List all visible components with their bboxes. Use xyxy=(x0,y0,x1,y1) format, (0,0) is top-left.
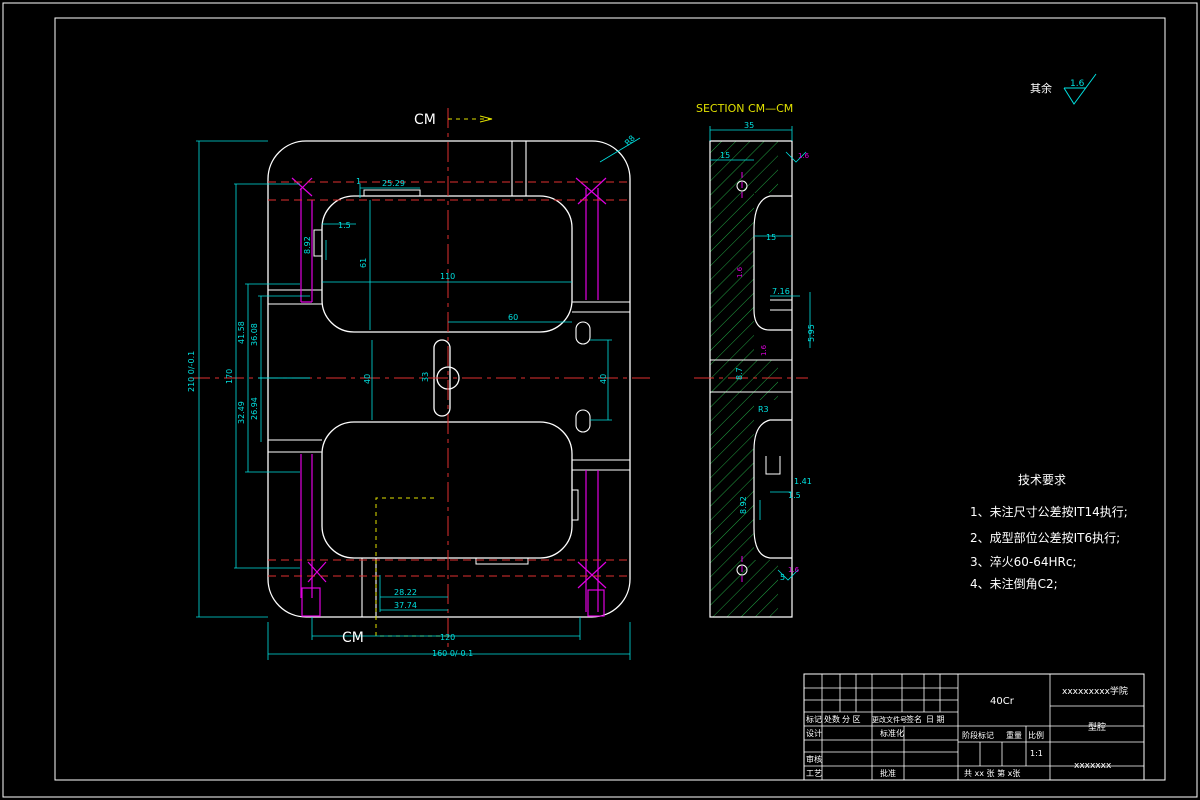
dim-26-94: 26.94 xyxy=(250,397,259,420)
tech-note-2: 2、成型部位公差按IT6执行; xyxy=(970,530,1120,545)
tb-scale: 1:1 xyxy=(1030,749,1043,758)
inner-frame xyxy=(54,17,1166,781)
dim-r8: R8 xyxy=(623,134,637,148)
lower-cavity xyxy=(321,421,573,559)
tech-note-1: 1、未注尺寸公差按IT14执行; xyxy=(970,504,1128,519)
dim-60: 60 xyxy=(508,313,518,322)
section-dim-1-41: 1.41 xyxy=(794,477,812,486)
dim-120: 120 xyxy=(440,633,455,642)
tb-sheets: 共 xx 张 第 x张 xyxy=(964,768,1020,778)
cm-label-top: CM xyxy=(414,112,436,128)
tb-h-sign: 签名 xyxy=(906,714,922,724)
cm-label-bottom: CM xyxy=(342,630,364,646)
dim-25-29: 25.29 xyxy=(382,179,405,188)
dim-1: 1 xyxy=(356,177,361,186)
dim-1-5: 1.5 xyxy=(338,221,351,230)
tech-note-4: 4、未注倒角C2; xyxy=(970,576,1058,591)
section-dim-15-top: 15 xyxy=(720,151,730,160)
tb-h-ratio: 比例 xyxy=(1028,730,1044,740)
upper-cavity xyxy=(321,195,573,333)
dim-40-left: 40 xyxy=(363,374,372,384)
tb-h-zone: 分 区 xyxy=(842,715,861,724)
tb-h-stage: 阶段标记 xyxy=(962,730,994,740)
tech-notes-title: 技术要求 xyxy=(1018,473,1066,487)
roughness-mark-1: 1.6 xyxy=(798,152,810,160)
tech-note-3: 3、淬火60-64HRc; xyxy=(970,554,1077,569)
tb-h-mark: 标记 xyxy=(806,714,822,724)
section-outline xyxy=(709,140,793,618)
dim-37-74: 37.74 xyxy=(394,601,417,610)
dim-41-58: 41.58 xyxy=(237,321,246,344)
tb-h-weight: 重量 xyxy=(1006,730,1022,740)
tb-drawing-no: xxxxxxx xyxy=(1074,761,1112,771)
tb-h-qty: 处数 xyxy=(824,714,840,724)
dim-40-right: 40 xyxy=(599,374,608,384)
roughness-mark-4: 1.6 xyxy=(788,566,800,574)
tb-h-change: 更改文件号 xyxy=(872,715,907,724)
section-dim-7-16: 7.16 xyxy=(772,287,790,296)
tb-school: xxxxxxxxx学院 xyxy=(1062,685,1128,697)
section-dim-r3: R3 xyxy=(758,405,769,414)
section-dim-35: 35 xyxy=(744,121,754,130)
dim-110: 110 xyxy=(440,272,455,281)
dim-170: 170 xyxy=(225,369,234,384)
section-title: SECTION CM—CM xyxy=(696,102,793,115)
section-dim-8-92: 8.92 xyxy=(739,496,748,514)
dim-8-92: 8.92 xyxy=(303,236,312,254)
tech-notes: 技术要求 1、未注尺寸公差按IT14执行; 2、成型部位公差按IT6执行; 3、… xyxy=(970,473,1128,591)
tb-h-check: 审核 xyxy=(806,754,822,764)
section-view: SECTION CM—CM 35 15 15 7.16 5.95 8.7 R3 … xyxy=(694,102,816,618)
dim-32-49: 32.49 xyxy=(237,401,246,424)
plan-view: CM CM R8 1 25.29 1.5 61 8.92 110 60 41.5… xyxy=(187,108,650,660)
section-dim-15-mid: 15 xyxy=(766,233,776,242)
tb-h-approve: 批准 xyxy=(880,768,896,778)
tb-drawing-name: 型腔 xyxy=(1088,721,1106,733)
dim-28-22: 28.22 xyxy=(394,588,417,597)
roughness-symbol-icon xyxy=(1063,73,1097,105)
section-dim-5-95: 5.95 xyxy=(807,324,816,342)
tb-material: 40Cr xyxy=(990,696,1015,707)
tb-h-process: 工艺 xyxy=(806,769,822,778)
dim-210: 210 0/-0.1 xyxy=(187,351,196,392)
roughness-mark-2: 1.6 xyxy=(736,266,744,278)
tb-h-std: 标准化 xyxy=(880,728,904,738)
dim-61: 61 xyxy=(359,258,368,268)
roughness-other-label: 其余 xyxy=(1030,81,1052,95)
section-dim-5: 5 xyxy=(780,573,785,582)
dim-36-08: 36.08 xyxy=(250,323,259,346)
section-dim-8-7: 8.7 xyxy=(735,367,744,380)
dim-160: 160 0/-0.1 xyxy=(432,649,473,658)
tb-h-design: 设计 xyxy=(806,728,822,738)
section-dim-1-5: 1.5 xyxy=(788,491,801,500)
dim-33: 33 xyxy=(421,372,430,382)
roughness-value: 1.6 xyxy=(1070,79,1085,89)
tb-h-date: 日 期 xyxy=(926,715,945,724)
plate-outline xyxy=(267,140,631,618)
title-block: 标记 处数 分 区 更改文件号 签名 日 期 设计 标准化 审核 工艺 批准 4… xyxy=(803,673,1145,781)
roughness-mark-3: 1.6 xyxy=(760,344,768,356)
